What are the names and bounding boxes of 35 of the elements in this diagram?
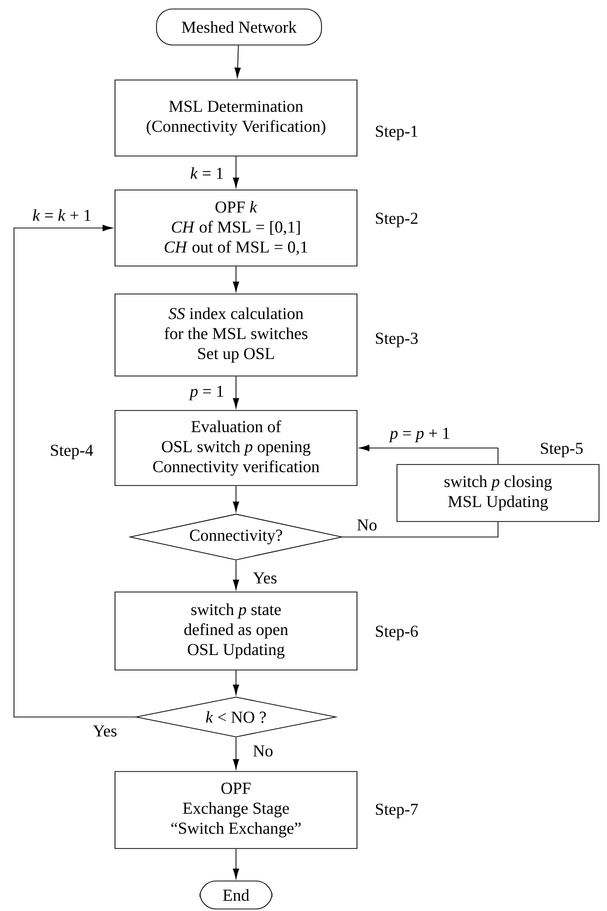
process-box: OPF k CH of MSL = [0,1] CH out of MSL = 0,1 bbox=[114, 190, 358, 266]
arrow bbox=[232, 266, 240, 292]
process-box: switch p state defined as open OSL Updating bbox=[114, 592, 358, 670]
edge-label: No bbox=[355, 518, 379, 532]
arrow bbox=[359, 444, 498, 464]
step-label: Step-6 bbox=[376, 626, 418, 640]
step-label: Step-7 bbox=[376, 804, 418, 818]
terminal-box: Meshed Network bbox=[156, 8, 322, 46]
edge-label: k = 1 bbox=[188, 166, 226, 180]
step-label: Step-5 bbox=[540, 442, 583, 458]
process-box: SS index calculation for the MSL switches Set up OSL bbox=[114, 294, 358, 376]
process-box: Evaluation of OSL switch p opening Connectivity verification bbox=[114, 410, 358, 486]
arrow bbox=[232, 156, 240, 188]
arrow bbox=[232, 376, 240, 408]
step-label: Step-3 bbox=[376, 332, 418, 348]
terminal-box: End bbox=[200, 880, 272, 910]
edge-label: Yes bbox=[252, 571, 278, 585]
process-box: switch p closing MSL Updating bbox=[396, 464, 600, 522]
arrow bbox=[232, 848, 240, 879]
step-label: Step-1 bbox=[376, 126, 418, 140]
edge-label: Yes bbox=[92, 724, 118, 738]
step-label: Step-4 bbox=[50, 444, 94, 460]
process-box: OPF Exchange Stage “Switch Exchange” bbox=[114, 771, 358, 849]
arrow bbox=[232, 670, 240, 695]
loop-label: k = k + 1 bbox=[31, 208, 93, 222]
arrow bbox=[232, 560, 240, 590]
arrow bbox=[14, 224, 136, 718]
edge-label: p = 1 bbox=[188, 384, 226, 402]
process-box: MSL Determination (Connectivity Verification) bbox=[114, 80, 358, 156]
edge-label: p = p + 1 bbox=[388, 426, 452, 444]
arrow bbox=[232, 486, 240, 512]
arrow bbox=[234, 45, 241, 78]
arrow bbox=[232, 737, 240, 770]
step-label: Step-2 bbox=[376, 212, 418, 228]
edge-label: No bbox=[251, 744, 275, 758]
